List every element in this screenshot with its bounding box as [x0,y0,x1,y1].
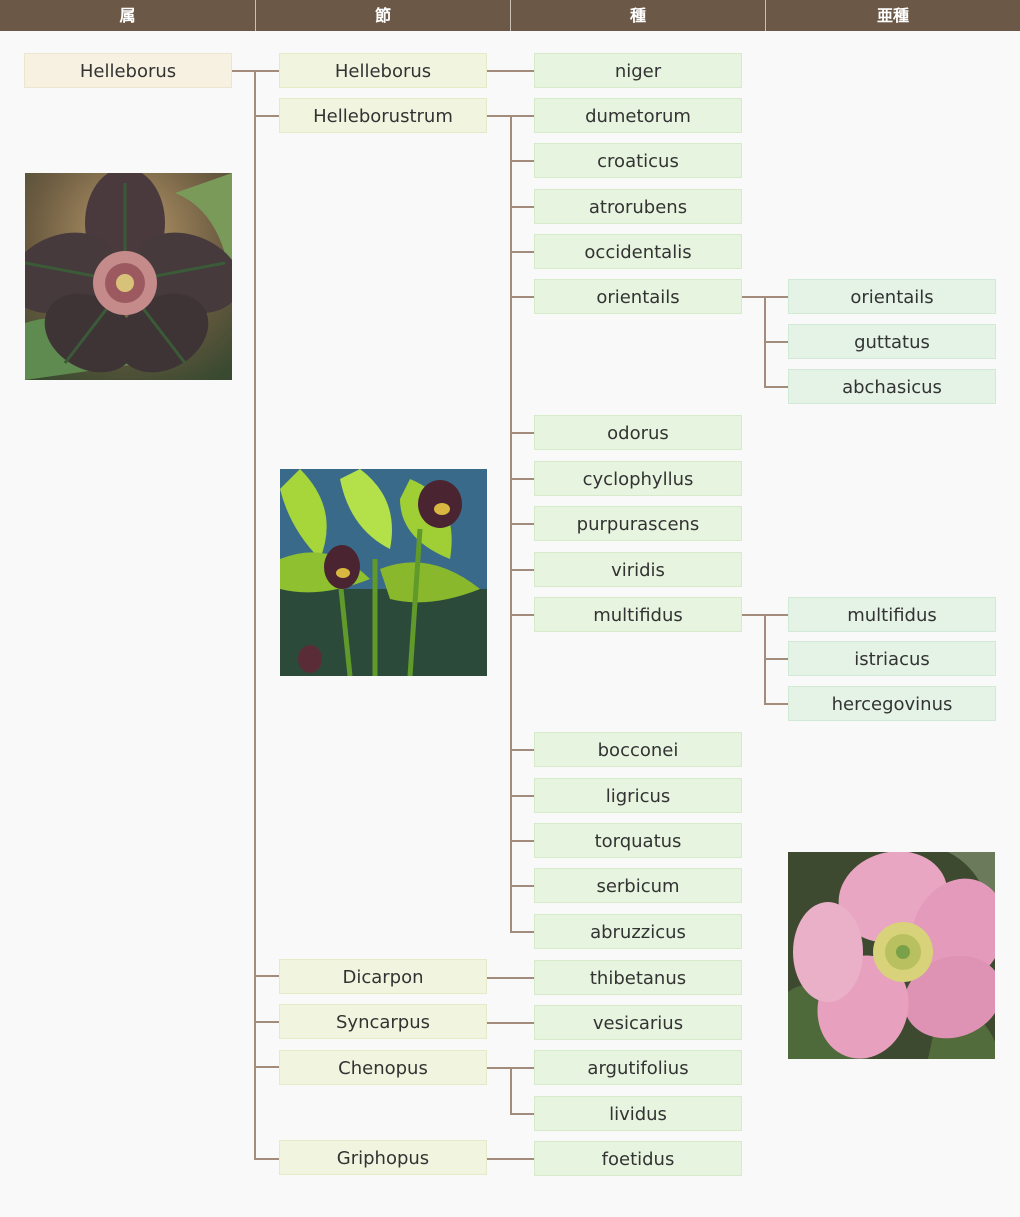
connector-line [510,1067,512,1114]
header-section: 節 [256,0,511,31]
connector-line [510,251,534,253]
connector-line [254,975,279,977]
subspecies-node: hercegovinus [788,686,996,721]
species-node: vesicarius [534,1005,742,1040]
species-node: torquatus [534,823,742,858]
species-node: abruzzicus [534,914,742,949]
connector-line [254,70,279,72]
header-species: 種 [511,0,766,31]
species-node: foetidus [534,1141,742,1176]
connector-line [510,885,534,887]
connector-line [764,614,788,616]
connector-line [487,977,534,979]
species-node: atrorubens [534,189,742,224]
connector-line [510,1113,534,1115]
subspecies-node: abchasicus [788,369,996,404]
connector-line [510,1067,534,1069]
species-node: odorus [534,415,742,450]
connector-line [510,795,534,797]
species-node: purpurascens [534,506,742,541]
section-node: Dicarpon [279,959,487,994]
species-node: bocconei [534,732,742,767]
connector-line [764,296,788,298]
species-node: niger [534,53,742,88]
connector-line [510,840,534,842]
table-header: 属 節 種 亜種 [0,0,1020,31]
connector-line [510,614,534,616]
connector-line [254,1066,279,1068]
subspecies-node: istriacus [788,641,996,676]
connector-line [254,1158,279,1160]
dark-hellebore-photo [25,173,232,380]
connector-line [487,1067,511,1069]
species-node: occidentalis [534,234,742,269]
connector-line [510,931,534,933]
connector-line [764,703,788,705]
species-node: lividus [534,1096,742,1131]
connector-line [742,614,765,616]
header-subspecies: 亜種 [876,6,909,25]
pink-hellebore-photo [788,852,995,1059]
connector-line [254,1021,279,1023]
connector-line [510,569,534,571]
connector-line [510,523,534,525]
species-node: thibetanus [534,960,742,995]
subspecies-node: guttatus [788,324,996,359]
connector-line [742,296,765,298]
connector-line [510,749,534,751]
species-node: dumetorum [534,98,742,133]
section-node: Helleborustrum [279,98,487,133]
subspecies-node: orientails [788,279,996,314]
connector-line [764,658,788,660]
section-node: Helleborus [279,53,487,88]
connector-line [254,115,279,117]
connector-line [510,432,534,434]
connector-line [764,341,788,343]
connector-line [487,115,511,117]
species-node: cyclophyllus [534,461,742,496]
subspecies-node: multifidus [788,597,996,632]
connector-line [510,115,534,117]
section-node: Chenopus [279,1050,487,1085]
green-hellebore-photo [280,469,487,676]
connector-line [510,206,534,208]
connector-line [510,160,534,162]
section-node: Syncarpus [279,1004,487,1039]
species-node: serbicum [534,868,742,903]
species-node: orientails [534,279,742,314]
connector-line [487,70,534,72]
connector-line [487,1022,534,1024]
genus-node: Helleborus [24,53,232,88]
connector-line [764,386,788,388]
species-node: croaticus [534,143,742,178]
species-node: viridis [534,552,742,587]
connector-line [232,70,255,72]
connector-line [254,70,256,1160]
species-node: ligricus [534,778,742,813]
connector-line [487,1158,534,1160]
connector-line [510,296,534,298]
section-node: Griphopus [279,1140,487,1175]
species-node: multifidus [534,597,742,632]
species-node: argutifolius [534,1050,742,1085]
header-genus: 属 [0,0,256,31]
connector-line [510,478,534,480]
